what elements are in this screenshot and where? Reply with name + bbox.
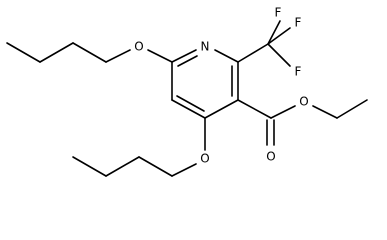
ether-oxygen-lower-label: O [200,152,209,166]
bond-c-f1 [267,20,281,45]
bond-c6-n-inner [177,55,198,67]
fluorine-label-right: F [295,16,302,30]
ether-oxygen-upper-label: O [134,40,143,54]
bond-c4-c5-inner [176,95,205,112]
chemical-structure: N O O O O F F F [6,6,368,177]
bond-c2-c3 [105,156,140,177]
ethyl-ester-group [237,99,368,146]
butoxy-chain-upper [6,42,173,63]
bond-o-ch2 [312,105,338,119]
trifluoromethyl-group [237,20,291,67]
bond-c3-c4 [72,156,107,177]
bond-ch2-ch3 [336,99,368,119]
bond-c3-c4 [6,42,41,63]
bond-carbonyl-o-single [270,105,296,119]
bond-c-f3 [267,43,291,67]
bond-c1-c2 [138,156,173,177]
nitrogen-label: N [201,40,210,54]
bond-c3-c4 [204,99,239,119]
pyridine-ring [171,49,239,119]
ester-oxygen-label: O [299,95,308,109]
fluorine-label-left: F [275,6,282,20]
bond-c6-o [147,49,173,63]
bond-c-f2 [267,27,291,45]
carbonyl-oxygen-label: O [266,150,275,164]
bond-c2-cf3 [237,43,269,63]
bond-c3-carbonyl [237,99,272,119]
bond-o-c1 [105,49,131,63]
bond-o-c1 [171,163,197,177]
butoxy-chain-lower [72,117,206,177]
bond-c2-c3 [39,42,74,63]
bond-c6-n [171,49,197,63]
bond-c1-c2 [72,42,107,63]
bond-c4-c5 [171,99,206,119]
bond-n-c2 [214,49,239,63]
fluorine-label-bottom: F [295,65,302,79]
